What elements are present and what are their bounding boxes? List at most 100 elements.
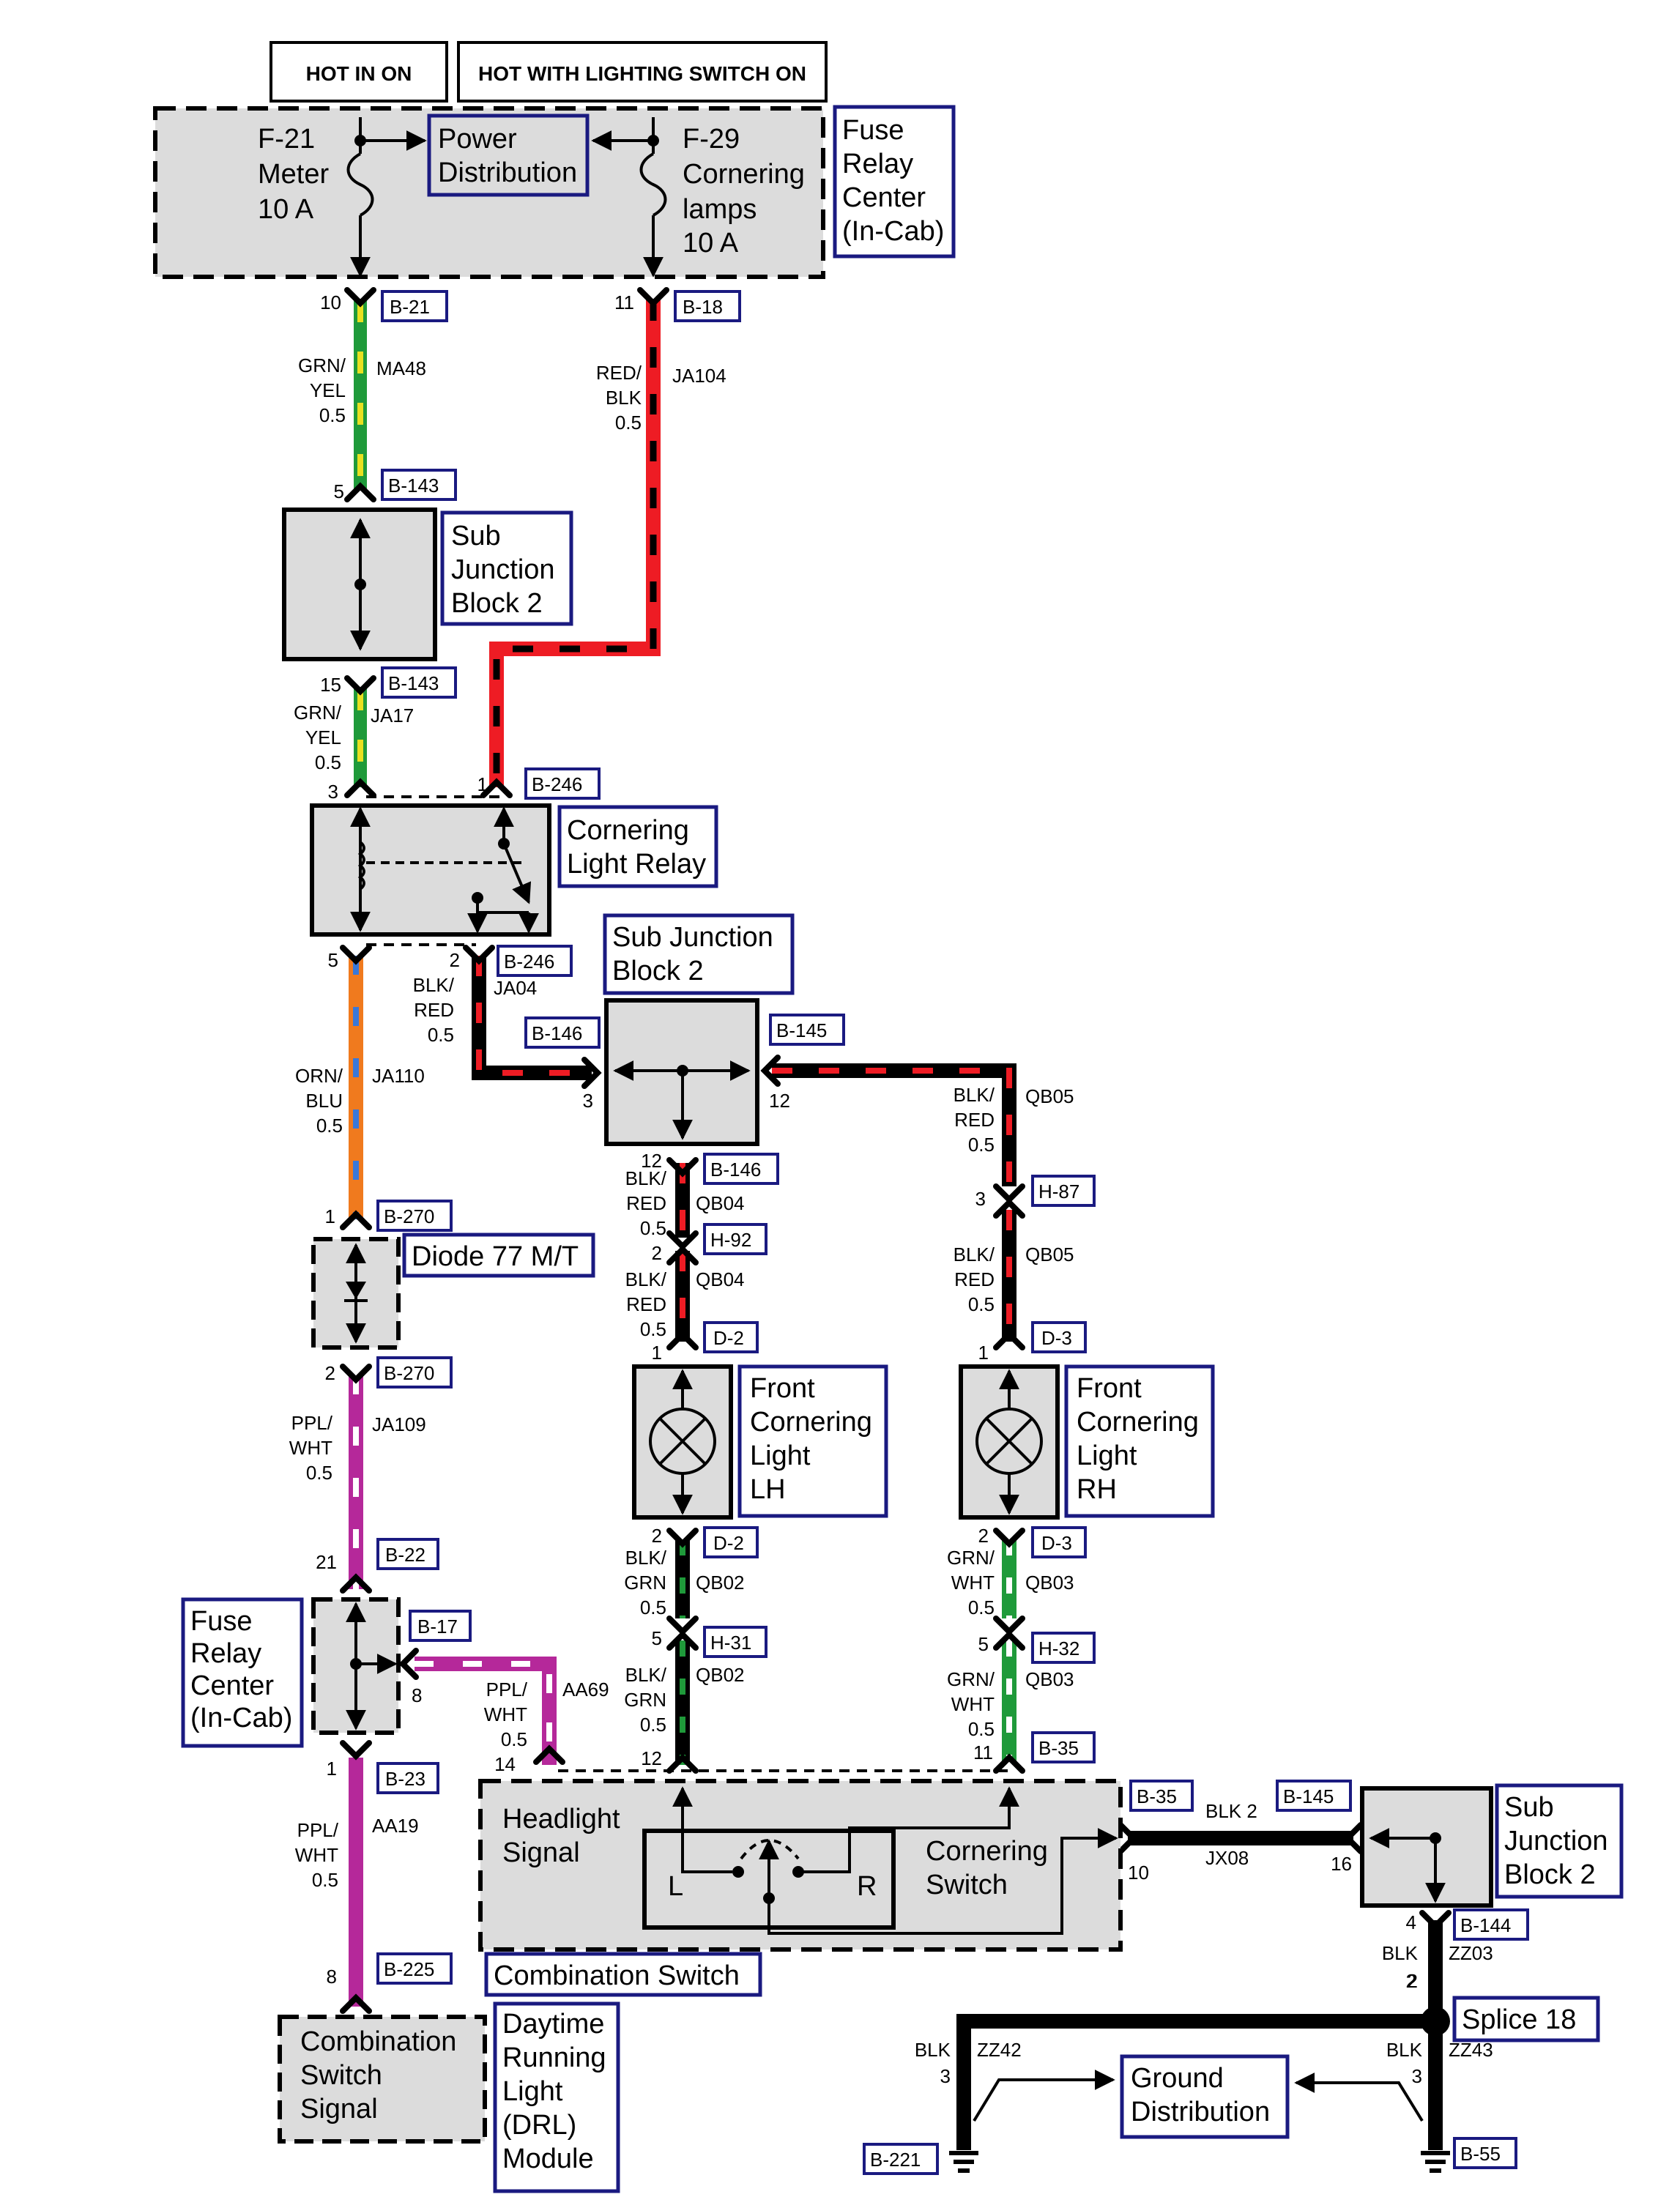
wire-zz42 [956,2014,1435,2150]
connector-label-b221[interactable]: B-221 [863,2143,939,2175]
connector-label-b144[interactable]: B-144 [1453,1908,1529,1941]
fuse-relay-center-lower-label: Fuse Relay Center (In-Cab) [181,1597,304,1748]
wire-qb05-upper [772,1063,1016,1186]
svg-text:WHT: WHT [951,1572,995,1594]
svg-text:QB05: QB05 [1025,1244,1074,1265]
svg-text:QB05: QB05 [1025,1085,1074,1107]
svg-text:B-246: B-246 [504,951,554,973]
cornering-light-relay [310,803,551,937]
svg-text:Center: Center [842,182,926,213]
connector-label-h31[interactable]: H-31 [703,1626,767,1658]
svg-text:GRN: GRN [624,1572,666,1594]
svg-text:0.5: 0.5 [306,1462,332,1484]
svg-text:R: R [857,1871,877,1902]
svg-text:B-270: B-270 [384,1362,434,1384]
svg-text:H-32: H-32 [1038,1637,1079,1659]
connector-label-b225[interactable]: B-225 [376,1952,453,1985]
cornering-light-relay-label: Cornering Light Relay [557,805,718,888]
svg-text:2: 2 [1406,1970,1416,1992]
sub-junction-block-2-top [282,508,437,661]
svg-text:B-35: B-35 [1038,1737,1079,1759]
svg-text:BLK/: BLK/ [954,1084,995,1106]
svg-text:JA110: JA110 [372,1065,425,1087]
connector-label-d3[interactable]: D-3 [1031,1526,1087,1558]
connector-label-d2[interactable]: D-2 [703,1321,759,1353]
svg-text:JA04: JA04 [494,977,537,999]
connector-label-h87[interactable]: H-87 [1031,1175,1096,1207]
svg-text:Switch: Switch [926,1870,1008,1900]
connector-label-b146[interactable]: B-146 [703,1153,779,1185]
connector-label-b23[interactable]: B-23 [376,1762,439,1794]
svg-text:RH: RH [1077,1474,1117,1505]
connector-label-b143[interactable]: B-143 [381,666,457,699]
svg-text:Fuse: Fuse [842,115,904,146]
svg-text:HOT WITH LIGHTING SWITCH ON: HOT WITH LIGHTING SWITCH ON [478,62,806,85]
drl-module-label: Daytime Running Light (DRL) Module [493,2001,620,2193]
combination-switch-label: Combination Switch [484,1952,762,1997]
svg-text:Cornering: Cornering [683,159,805,190]
svg-text:0.5: 0.5 [968,1596,995,1618]
svg-text:2: 2 [652,1525,662,1547]
svg-text:PPL/: PPL/ [486,1679,528,1700]
svg-text:GRN/: GRN/ [947,1668,995,1690]
connector-label-d2[interactable]: D-2 [703,1526,759,1558]
svg-text:11: 11 [973,1741,993,1763]
svg-text:Sub Junction: Sub Junction [612,922,773,953]
svg-text:0.5: 0.5 [640,1318,666,1340]
svg-text:Center: Center [190,1670,274,1701]
connector-label-b22[interactable]: B-22 [376,1538,439,1570]
svg-text:B-35: B-35 [1137,1785,1177,1807]
ground-distribution-label[interactable]: Ground Distribution [1120,2054,1290,2139]
svg-text:BLK: BLK [606,387,642,409]
pin-numbers: 10 11 5 15 3 1 5 2 3 12 12 3 2 1 1 2 2 5… [316,291,1422,2087]
connector-label-b35[interactable]: B-35 [1129,1780,1194,1812]
svg-text:JA104: JA104 [672,365,726,387]
svg-text:BLK: BLK [915,2039,951,2061]
connector-label-b270[interactable]: B-270 [376,1200,453,1232]
svg-text:5: 5 [978,1633,989,1655]
connector-label-h92[interactable]: H-92 [703,1223,767,1255]
connector-marks [340,287,1452,2014]
svg-text:5: 5 [328,949,338,971]
connector-label-d3[interactable]: D-3 [1031,1321,1087,1353]
svg-text:Junction: Junction [451,554,555,585]
svg-text:JA17: JA17 [371,705,414,726]
power-distribution-label[interactable]: Power Distribution [427,114,590,197]
svg-text:2: 2 [325,1362,335,1384]
svg-text:12: 12 [769,1090,790,1112]
connector-label-b145[interactable]: B-145 [1276,1780,1352,1812]
svg-text:B-146: B-146 [532,1022,582,1044]
connector-label-b18[interactable]: B-18 [674,290,741,322]
connector-label-b146[interactable]: B-146 [524,1016,601,1049]
wire-label-ja109: PPL/ WHT 0.5 JA109 [289,1412,426,1484]
svg-text:B-18: B-18 [683,296,723,318]
svg-text:RED: RED [954,1109,995,1131]
connector-label-b270[interactable]: B-270 [376,1356,453,1389]
wire-label-ja17: GRN/ YEL 0.5 JA17 [294,702,414,773]
connector-label-b246[interactable]: B-246 [524,767,601,800]
svg-text:Sub: Sub [1504,1792,1554,1823]
wire-label-ja04: BLK/ RED 0.5 JA04 [413,974,538,1046]
svg-text:Module: Module [502,2144,594,2174]
svg-text:2: 2 [978,1525,989,1547]
svg-text:PPL/: PPL/ [297,1819,339,1841]
connector-label-b143[interactable]: B-143 [381,469,457,501]
svg-text:B-144: B-144 [1460,1914,1511,1936]
connector-label-b35[interactable]: B-35 [1031,1731,1096,1763]
svg-text:Relay: Relay [842,149,913,179]
connector-label-b246[interactable]: B-246 [497,945,573,977]
connector-label-h32[interactable]: H-32 [1031,1632,1096,1664]
front-cornering-light-rh [959,1364,1060,1520]
connector-label-b17[interactable]: B-17 [409,1610,472,1642]
svg-text:0.5: 0.5 [319,404,346,426]
svg-text:Junction: Junction [1504,1826,1608,1856]
svg-text:GRN/: GRN/ [298,354,346,376]
svg-text:Fuse: Fuse [190,1606,252,1637]
svg-text:11: 11 [614,291,634,313]
connector-label-b145[interactable]: B-145 [769,1014,845,1046]
connector-label-b55[interactable]: B-55 [1453,2137,1517,2169]
svg-text:3: 3 [1412,2065,1422,2087]
connector-label-b21[interactable]: B-21 [381,290,448,322]
sub-junction-block-2-mid-label: Sub Junction Block 2 [603,913,795,995]
fuse-relay-center-lower [311,1597,401,1735]
